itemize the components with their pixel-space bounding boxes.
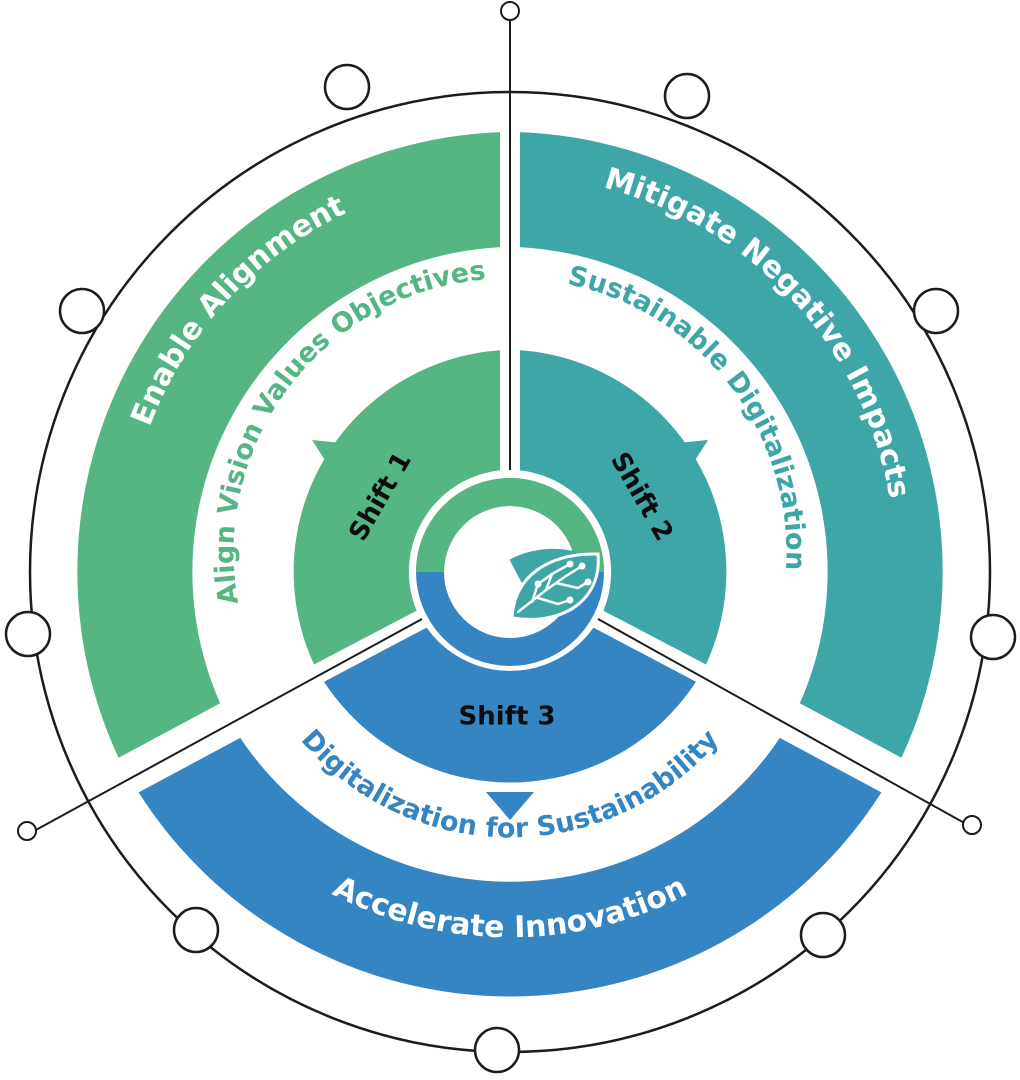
divider-node-left: [17, 821, 37, 841]
ring-node: [912, 287, 960, 335]
shift-1-sector: [293, 350, 500, 665]
outer-band-teal: [520, 132, 943, 758]
ring-node: [4, 610, 52, 658]
ring-node: [58, 287, 106, 335]
ring-node: [473, 1026, 521, 1074]
shift-1-pointer: [312, 440, 352, 468]
shift-3-pointer: [486, 792, 534, 820]
divider-node-right: [962, 815, 982, 835]
divider-line-left: [33, 618, 423, 832]
shift-3-label: Shift 3: [458, 702, 555, 732]
outer-band-blue: [138, 737, 882, 997]
shift-2-sector: [520, 350, 727, 665]
ring-node: [172, 906, 220, 954]
ring-node: [323, 63, 371, 111]
center-logo: [414, 476, 606, 668]
shift-2-pointer: [668, 440, 708, 468]
divider-line-right: [597, 618, 969, 826]
ring-node: [969, 613, 1017, 661]
ring-node: [663, 72, 711, 120]
ring-node: [799, 911, 847, 959]
ring-nodes: [4, 63, 1017, 1074]
outer-band-green: [77, 132, 501, 758]
shift-3-sector: [324, 627, 696, 783]
divider-node-top: [500, 1, 520, 21]
leaf-circuit-icon: [510, 552, 600, 621]
